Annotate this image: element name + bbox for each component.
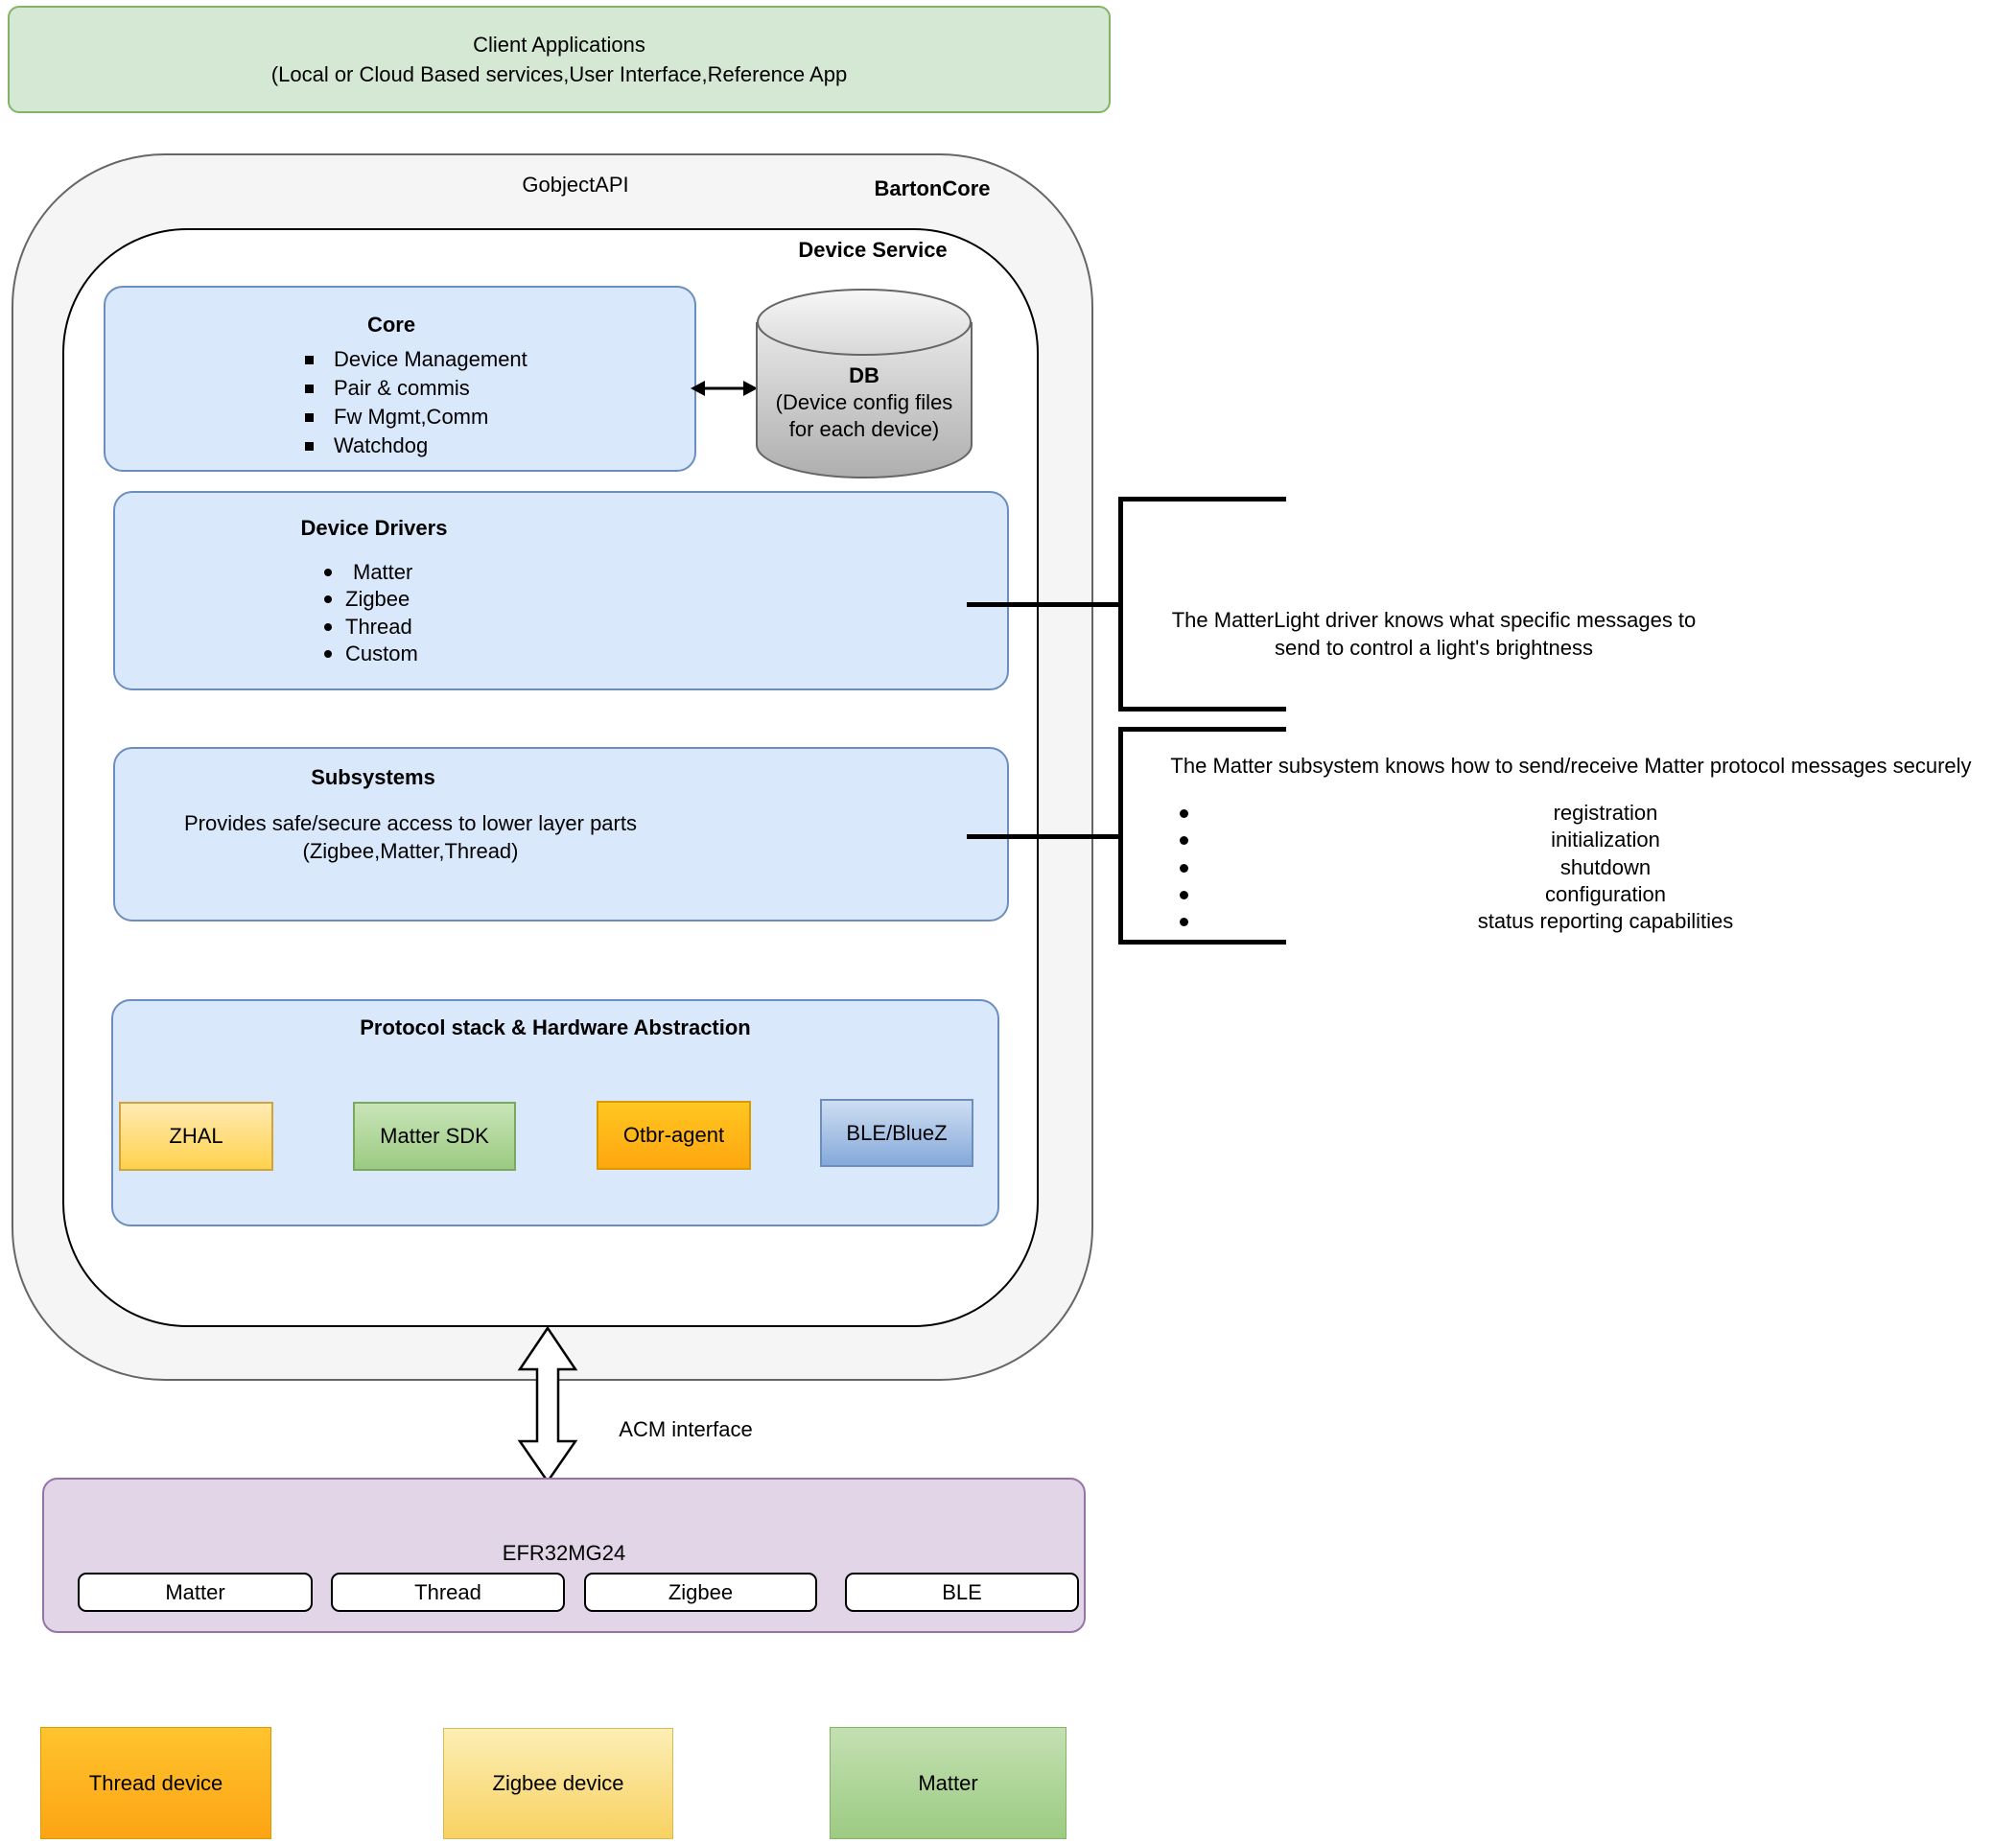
list-item: registration: [1174, 800, 2016, 827]
list-item: Pair & commis: [303, 374, 648, 403]
subsystems-description: Provides safe/secure access to lower lay…: [113, 809, 708, 865]
driver-note-bracket: [1118, 497, 1123, 712]
list-item: Zigbee: [322, 586, 610, 613]
protocol-stack-title: Protocol stack & Hardware Abstraction: [360, 1015, 751, 1039]
list-item: initialization: [1174, 827, 2016, 853]
matter-subsystem-capabilities: registration initialization shutdown con…: [1174, 800, 2016, 935]
list-item: Thread: [322, 614, 610, 641]
note-line: The MatterLight driver knows what specif…: [1171, 608, 1697, 632]
db-label-block: DB (Device config files for each device): [756, 362, 973, 443]
db-title: DB: [849, 363, 879, 387]
list-item: Fw Mgmt,Comm: [303, 403, 648, 432]
list-item: Matter: [322, 559, 610, 586]
radio-chip-ble: BLE: [845, 1573, 1079, 1612]
core-box: [104, 286, 696, 472]
device-drivers-list: Matter Zigbee Thread Custom: [322, 559, 610, 668]
list-item: Watchdog: [303, 432, 648, 460]
db-desc-line2: for each device): [788, 417, 940, 441]
driver-note-bracket-bottom: [1118, 707, 1286, 712]
subsystem-note-connector-line: [967, 834, 1120, 839]
note-line: send to control a light's brightness: [1275, 636, 1593, 660]
subsystem-note-bracket-top: [1118, 727, 1286, 732]
device-drivers-box: [113, 491, 1009, 690]
radio-chip-zigbee: Zigbee: [584, 1573, 817, 1612]
subsystem-note-bracket: [1118, 727, 1123, 945]
list-item: shutdown: [1174, 854, 2016, 881]
database-icon: [756, 289, 973, 478]
device-service-label: Device Service: [798, 238, 948, 262]
subsystems-title: Subsystems: [311, 765, 435, 789]
device-drivers-title: Device Drivers: [300, 516, 448, 540]
module-matter-sdk: Matter SDK: [353, 1102, 516, 1171]
list-item: status reporting capabilities: [1174, 908, 2016, 935]
efr32mg24-title: EFR32MG24: [502, 1541, 626, 1565]
subsystem-note-bracket-bottom: [1118, 940, 1286, 945]
gobject-api-label: GobjectAPI: [522, 173, 629, 197]
radio-chip-thread: Thread: [331, 1573, 565, 1612]
driver-note-connector-line: [967, 602, 1120, 607]
subsystems-box: [113, 747, 1009, 922]
core-db-arrow: [691, 381, 758, 396]
zigbee-device-box: Zigbee device: [443, 1728, 673, 1839]
thread-device-box: Thread device: [40, 1727, 271, 1839]
client-applications-box: Client Applications (Local or Cloud Base…: [8, 6, 1111, 113]
client-applications-subtitle: (Local or Cloud Based services,User Inte…: [270, 62, 848, 86]
module-ble-bluez: BLE/BlueZ: [820, 1099, 973, 1167]
matter-device-box: Matter: [830, 1727, 1067, 1839]
driver-note-bracket-top: [1118, 497, 1286, 502]
module-otbr-agent: Otbr-agent: [597, 1101, 751, 1170]
core-title: Core: [366, 313, 416, 337]
client-applications-title: Client Applications: [473, 33, 645, 57]
db-cylinder: [756, 288, 973, 479]
acm-double-arrow-icon: [517, 1327, 578, 1482]
core-feature-list: Device Management Pair & commis Fw Mgmt,…: [303, 345, 648, 460]
list-item: configuration: [1174, 881, 2016, 908]
subsystems-desc-line2: (Zigbee,Matter,Thread): [302, 839, 519, 863]
subsystems-desc-line1: Provides safe/secure access to lower lay…: [184, 811, 637, 835]
matter-subsystem-note: The Matter subsystem knows how to send/r…: [1170, 754, 1972, 778]
module-zhal: ZHAL: [119, 1102, 273, 1171]
list-item: Custom: [322, 641, 610, 667]
barton-core-label: BartonCore: [874, 176, 991, 200]
db-desc-line1: (Device config files: [775, 390, 953, 414]
matterlight-driver-note: The MatterLight driver knows what specif…: [1141, 606, 1726, 662]
radio-chip-matter: Matter: [78, 1573, 313, 1612]
acm-interface-label: ACM interface: [619, 1417, 753, 1441]
list-item: Device Management: [303, 345, 648, 374]
